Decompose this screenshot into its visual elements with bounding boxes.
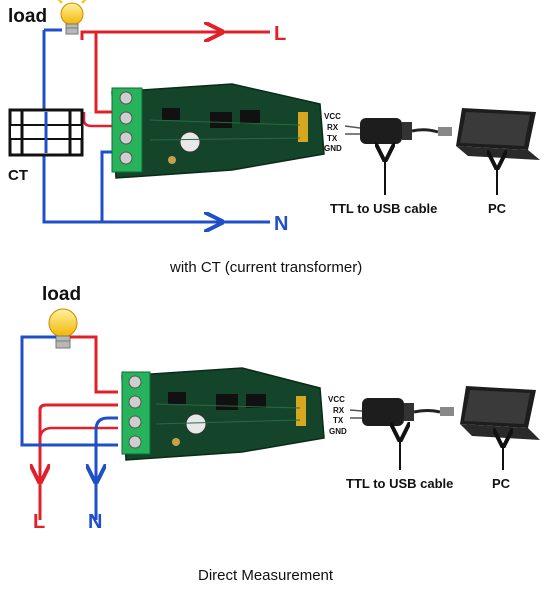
top-ct-label: CT [8, 167, 28, 184]
top-pin-rx: RX [327, 123, 339, 132]
bottom-pin-gnd: GND [329, 427, 347, 436]
bottom-neutral-main-wire [94, 416, 118, 520]
bottom-line-main-wire [38, 403, 118, 520]
top-load-label: load [8, 6, 47, 27]
bottom-pin-vcc: VCC [328, 395, 345, 404]
bottom-cable-label: TTL to USB cable [346, 476, 453, 491]
bottom-load-label: load [42, 284, 81, 305]
top-neutral-wire [42, 30, 270, 224]
bottom-line-bulb-wire [70, 335, 118, 394]
bottom-line-jumper [38, 426, 118, 441]
bottom-bulb-icon [48, 308, 78, 349]
bottom-meter-module [121, 367, 325, 461]
top-pc-laptop-icon [456, 108, 540, 160]
bottom-pc-label: PC [492, 476, 511, 491]
bottom-pin-rx: RX [333, 406, 345, 415]
top-pin-gnd: GND [324, 144, 342, 153]
top-diagram: CT load L N V [8, 0, 540, 276]
bottom-diagram: load L N VCC RX [20, 284, 540, 584]
top-ct-red-loop [82, 112, 118, 128]
top-cable-label: TTL to USB cable [330, 201, 437, 216]
top-pin-vcc: VCC [324, 112, 341, 121]
top-l-label: L [274, 23, 286, 45]
top-line-to-terminal [94, 32, 118, 114]
top-n-label: N [274, 213, 288, 235]
bottom-neutral-bulb-wire [20, 335, 118, 447]
top-pin-tx: TX [327, 134, 338, 143]
top-ttl-usb-cable [344, 118, 452, 144]
bottom-caption: Direct Measurement [198, 567, 334, 584]
top-line-wire [80, 30, 270, 40]
bottom-ttl-usb-cable [349, 398, 454, 426]
bottom-pc-laptop-icon [460, 386, 540, 440]
current-transformer [8, 108, 84, 157]
top-meter-module [111, 83, 325, 179]
top-caption: with CT (current transformer) [169, 259, 362, 276]
top-pc-label: PC [488, 201, 507, 216]
bottom-pin-tx: TX [333, 416, 344, 425]
top-bulb-icon [57, 0, 87, 35]
bottom-n-label: N [88, 511, 102, 533]
bottom-l-label: L [33, 511, 45, 533]
